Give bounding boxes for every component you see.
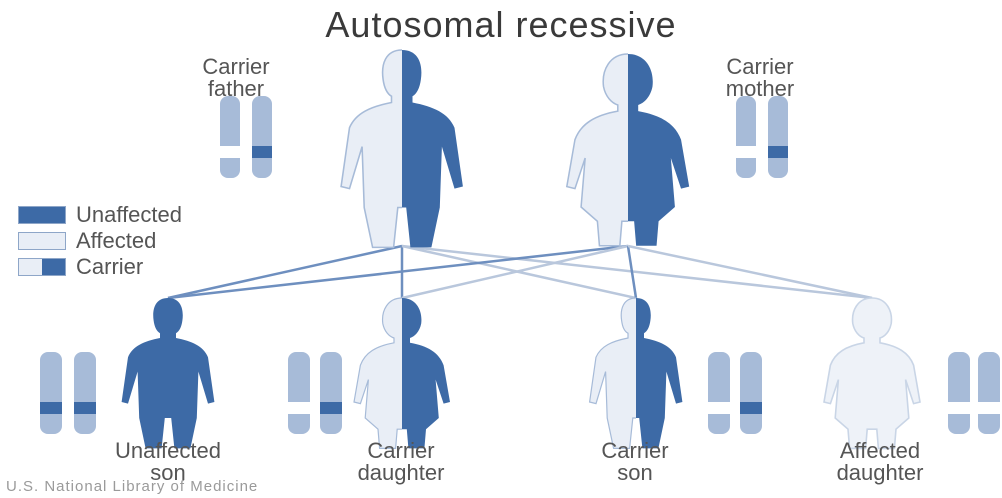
child3-label-line1: Carrier — [601, 438, 669, 463]
child1-label-line1: Unaffected — [114, 438, 221, 463]
father-label: Carrier father — [176, 56, 296, 100]
legend-label-carrier: Carrier — [76, 254, 144, 279]
legend-item-carrier: Carrier — [18, 254, 182, 280]
mother-label-line1: Carrier — [726, 54, 794, 79]
source-credit: U.S. National Library of Medicine — [6, 478, 259, 495]
mother-figure — [566, 53, 690, 247]
child4-label: Affected daughter — [800, 440, 960, 484]
child2-label-line1: Carrier — [367, 438, 435, 463]
child-unaffected-son-figure — [121, 298, 215, 449]
child3-label: Carrier son — [560, 440, 710, 484]
child4-chromosomes — [948, 352, 1000, 434]
father-chromosomes — [220, 96, 272, 178]
legend-item-unaffected: Unaffected — [18, 202, 182, 228]
child1-chromosomes — [40, 352, 96, 434]
legend-item-affected: Affected — [18, 228, 182, 254]
child4-label-line1: Affected — [839, 438, 921, 463]
child1-label-line2: son — [150, 460, 186, 485]
child2-label: Carrier daughter — [326, 440, 476, 484]
mother-label: Carrier mother — [700, 56, 820, 100]
legend-swatch-solid — [18, 206, 66, 224]
father-figure — [340, 49, 463, 249]
inheritance-lines — [167, 244, 873, 300]
mother-chromosomes — [736, 96, 788, 178]
legend-label-unaffected: Unaffected — [76, 202, 183, 227]
father-label-line2: father — [207, 76, 265, 101]
legend-swatch-split — [18, 258, 66, 276]
mother-label-line2: mother — [725, 76, 795, 101]
legend: Unaffected Affected Carrier — [18, 202, 182, 280]
legend-swatch-light — [18, 232, 66, 250]
child-carrier-son-figure — [588, 297, 683, 449]
child-carrier-daughter-figure — [353, 297, 450, 449]
child1-label: Unaffected son — [78, 440, 258, 484]
diagram-title: Autosomal recessive — [325, 4, 677, 45]
legend-label-affected: Affected — [76, 228, 157, 253]
child-affected-daughter-figure — [823, 297, 921, 450]
child3-chromosomes — [708, 352, 762, 434]
child4-label-line2: daughter — [836, 460, 924, 485]
child2-chromosomes — [288, 352, 342, 434]
child3-label-line2: son — [617, 460, 653, 485]
child2-label-line2: daughter — [357, 460, 445, 485]
father-label-line1: Carrier — [202, 54, 270, 79]
